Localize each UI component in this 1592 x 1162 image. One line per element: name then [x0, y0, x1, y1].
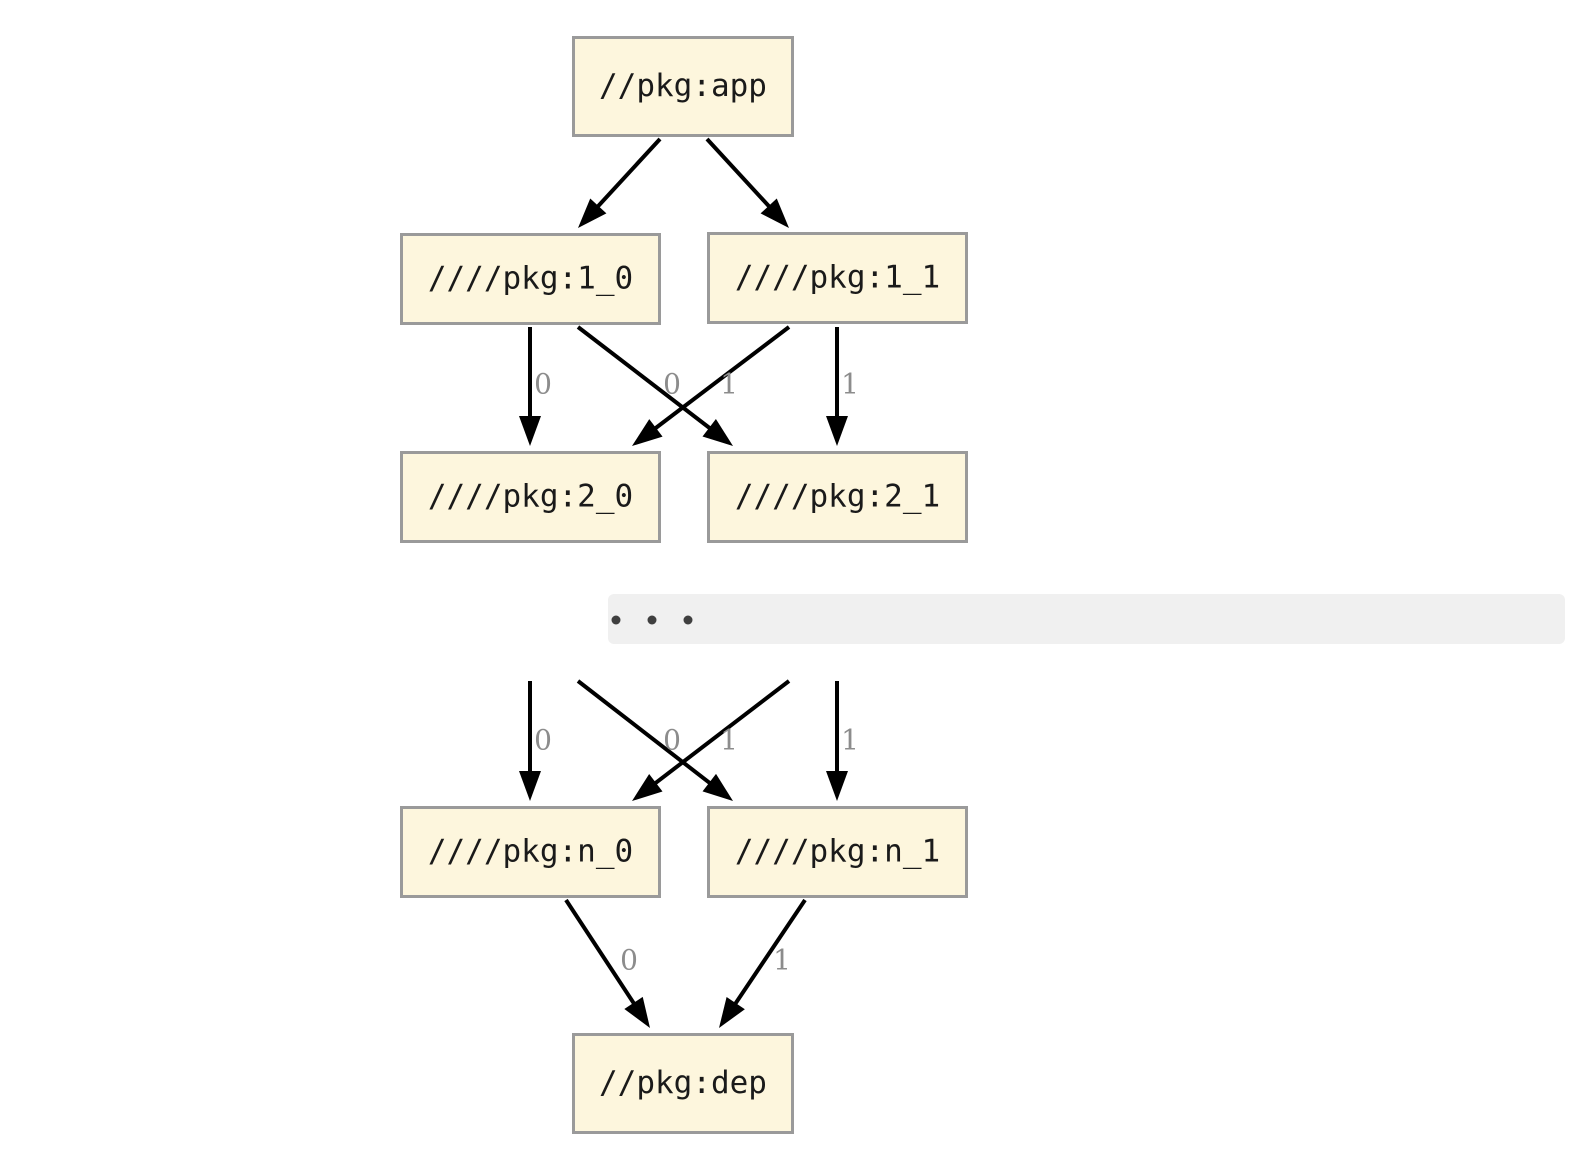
node-label-app: //pkg:app — [599, 68, 767, 104]
node-n2_1[interactable]: ////pkg:2_1 — [707, 451, 968, 543]
node-n1_1[interactable]: ////pkg:1_1 — [707, 232, 968, 324]
edges-layer — [519, 137, 848, 1028]
ellipsis-dot-0 — [611, 615, 621, 625]
edge-label-x-n_0b: 1 — [720, 724, 738, 757]
arrowhead-x-n_1b — [702, 773, 733, 801]
node-box-nn_1 — [707, 806, 968, 898]
node-n2_0[interactable]: ////pkg:2_0 — [400, 451, 661, 543]
edge-label-x-n_1b: 0 — [663, 724, 681, 757]
arrowhead-app-1_0 — [578, 198, 607, 228]
edge-label-1_0-2_1: 0 — [663, 368, 681, 401]
edge-labels-layer: 0 0 1 1 0 0 1 1 0 1 — [534, 368, 859, 977]
edge-label-1_1-2_1: 1 — [841, 368, 859, 401]
edge-label-x-n_0: 0 — [534, 724, 552, 757]
edge-label-1_1-2_0: 1 — [720, 368, 738, 401]
nodes-layer: //pkg:app ////pkg:1_0 ////pkg:1_1 ////pkg:2… — [400, 36, 968, 1134]
arrowhead-x-n_1 — [826, 771, 848, 801]
edge-label-n_0-dep: 0 — [620, 944, 638, 977]
ellipsis-separator — [608, 594, 1565, 644]
edge-n_1-dep — [730, 898, 807, 1010]
arrowhead-x-n_0b — [632, 774, 663, 801]
node-label-nn_1: ////pkg:n_1 — [735, 834, 940, 870]
node-label-nn_0: ////pkg:n_0 — [428, 834, 633, 870]
edge-n_0-dep — [564, 898, 639, 1010]
arrowhead-1_0-2_1 — [702, 419, 733, 446]
node-box-n1_0 — [400, 233, 661, 325]
arrowhead-1_1-2_1 — [826, 416, 848, 446]
edge-label-x-n_1: 1 — [841, 724, 859, 757]
edge-app-1_0 — [592, 137, 662, 212]
node-label-n2_1: ////pkg:2_1 — [735, 479, 940, 515]
ellipsis-band — [608, 594, 1565, 644]
edge-x-n_1b — [576, 679, 716, 788]
arrowhead-app-1_1 — [760, 198, 789, 228]
node-box-app — [572, 36, 794, 137]
edge-label-1_0-2_0: 0 — [534, 368, 552, 401]
node-dep[interactable]: //pkg:dep — [572, 1033, 794, 1134]
ellipsis-dot-2 — [683, 615, 693, 625]
arrowhead-1_1-2_0 — [632, 419, 663, 446]
node-n1_0[interactable]: ////pkg:1_0 — [400, 233, 661, 325]
arrowhead-n_0-dep — [624, 996, 650, 1028]
node-label-n1_1: ////pkg:1_1 — [735, 260, 940, 296]
ellipsis-dot-1 — [647, 615, 657, 625]
edge-1_1-2_0 — [649, 325, 791, 434]
node-label-dep: //pkg:dep — [599, 1065, 767, 1101]
node-label-n2_0: ////pkg:2_0 — [428, 479, 633, 515]
node-nn_0[interactable]: ////pkg:n_0 — [400, 806, 661, 898]
node-nn_1[interactable]: ////pkg:n_1 — [707, 806, 968, 898]
node-label-n1_0: ////pkg:1_0 — [428, 261, 633, 297]
arrowhead-x-n_0 — [519, 771, 541, 801]
arrowhead-1_0-2_0 — [519, 416, 541, 446]
edge-1_0-2_1 — [576, 325, 716, 433]
node-box-n2_1 — [707, 451, 968, 543]
edge-label-n_1-dep: 1 — [773, 944, 791, 977]
node-box-n2_0 — [400, 451, 661, 543]
node-app[interactable]: //pkg:app — [572, 36, 794, 137]
node-box-n1_1 — [707, 232, 968, 324]
node-box-dep — [572, 1033, 794, 1134]
edge-x-n_0b — [649, 679, 791, 789]
arrowhead-n_1-dep — [719, 996, 745, 1028]
edge-app-1_1 — [705, 137, 775, 212]
node-box-nn_0 — [400, 806, 661, 898]
